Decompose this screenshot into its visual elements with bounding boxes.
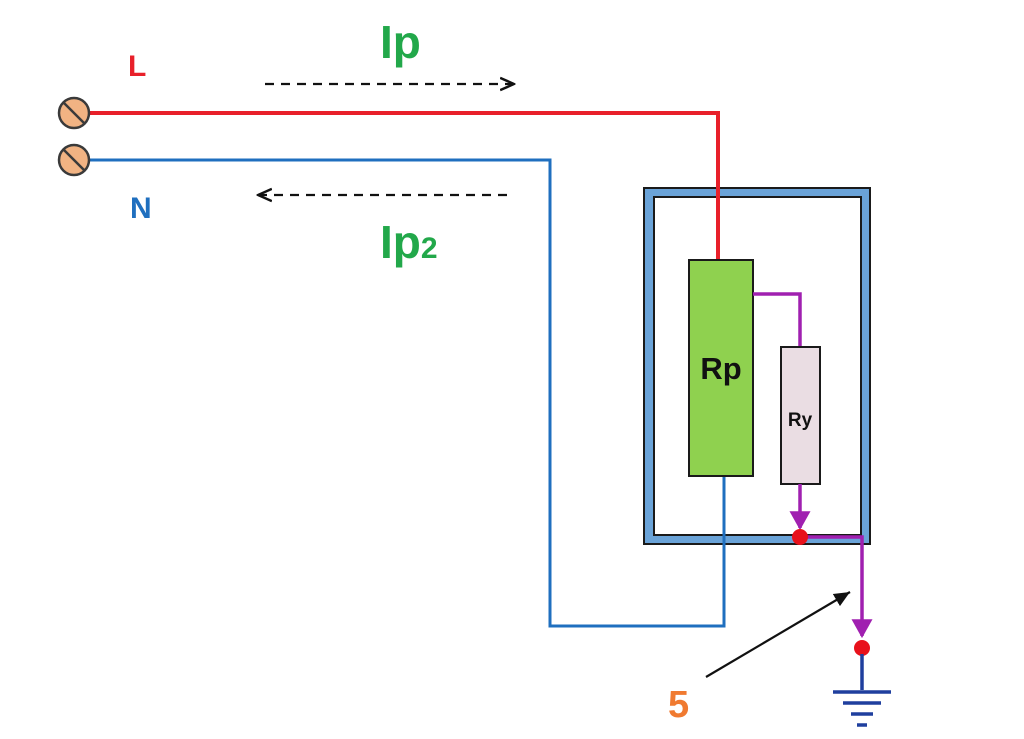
terminal-neutral-icon [57, 143, 91, 177]
label-resistor-rp: Rp [700, 351, 741, 386]
label-resistor-ry: Ry [788, 410, 813, 431]
leak-wire-ground [800, 535, 873, 639]
label-current-top: Ip [380, 16, 421, 68]
resistor-ry [780, 346, 821, 485]
label-current-bottom-main: Ip [380, 216, 421, 268]
terminal-live-icon [57, 96, 91, 130]
label-current-bottom: Ip2 [380, 216, 438, 268]
live-wire [74, 111, 720, 262]
leak-wire-top [753, 292, 802, 347]
label-neutral: N [130, 192, 152, 225]
neutral-wire [74, 158, 726, 628]
resistor-rp [688, 259, 754, 477]
label-live: L [128, 50, 146, 83]
ground-icon [833, 654, 891, 727]
pointer-arrow [705, 591, 851, 678]
label-pointer-number: 5 [668, 684, 689, 726]
junction-dot-enclosure [792, 529, 808, 545]
label-current-bottom-sub: 2 [421, 232, 438, 265]
junction-dot-ground [854, 640, 870, 656]
enclosure-inner [653, 196, 862, 536]
